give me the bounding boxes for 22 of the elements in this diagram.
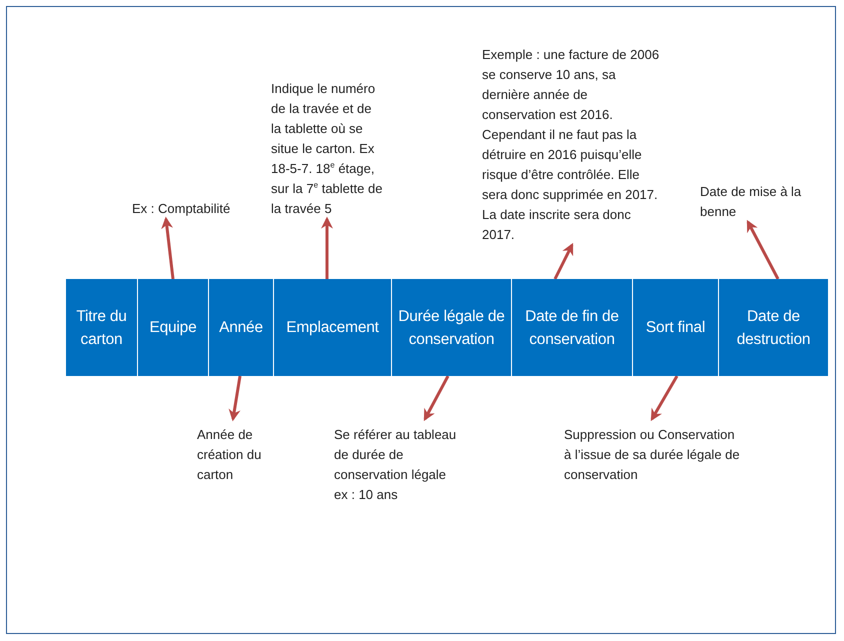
- arrow: [161, 216, 174, 280]
- field-cell: Equipe: [138, 279, 209, 376]
- field-cell: Titre du carton: [66, 279, 138, 376]
- field-cell: Emplacement: [274, 279, 392, 376]
- annotation-text: Indique le numéro de la travée et de la tablette où se situe le carton. Ex 18-5-7. 18$^{e}$ étage, sur la 7$^{e}$ tablette de la travée 5: [271, 79, 383, 219]
- field-cell: Date de fin de conservation: [512, 279, 633, 376]
- arrow: [424, 375, 450, 422]
- arrow: [650, 375, 678, 422]
- arrow: [228, 376, 242, 422]
- annotation-text: Se référer au tableau de durée de conservation légale ex : 10 ans: [334, 425, 462, 505]
- field-cell: Durée légale de conservation: [392, 279, 512, 376]
- annotation-text: Année de création du carton: [197, 425, 287, 485]
- arrow: [554, 242, 574, 280]
- field-cell: Date de destruction: [719, 279, 829, 376]
- arrow: [321, 216, 333, 279]
- annotation-text: Date de mise à la benne: [700, 182, 810, 222]
- arrow: [746, 220, 780, 280]
- field-cell: Année: [209, 279, 274, 376]
- annotation-text: Exemple : une facture de 2006 se conserve 10 ans, sa dernière année de conservation est 2016. Cependant il ne faut pas la détruire en 2016 puisqu’elle risque d’être contrôlée. Elle sera donc supprimée en 2017. La date inscrite sera donc 2017.: [482, 45, 664, 245]
- annotation-text: Ex : Comptabilité: [132, 199, 232, 219]
- field-cell: Sort final: [633, 279, 719, 376]
- annotation-text: Suppression ou Conservation à l’issue de sa durée légale de conservation: [564, 425, 744, 485]
